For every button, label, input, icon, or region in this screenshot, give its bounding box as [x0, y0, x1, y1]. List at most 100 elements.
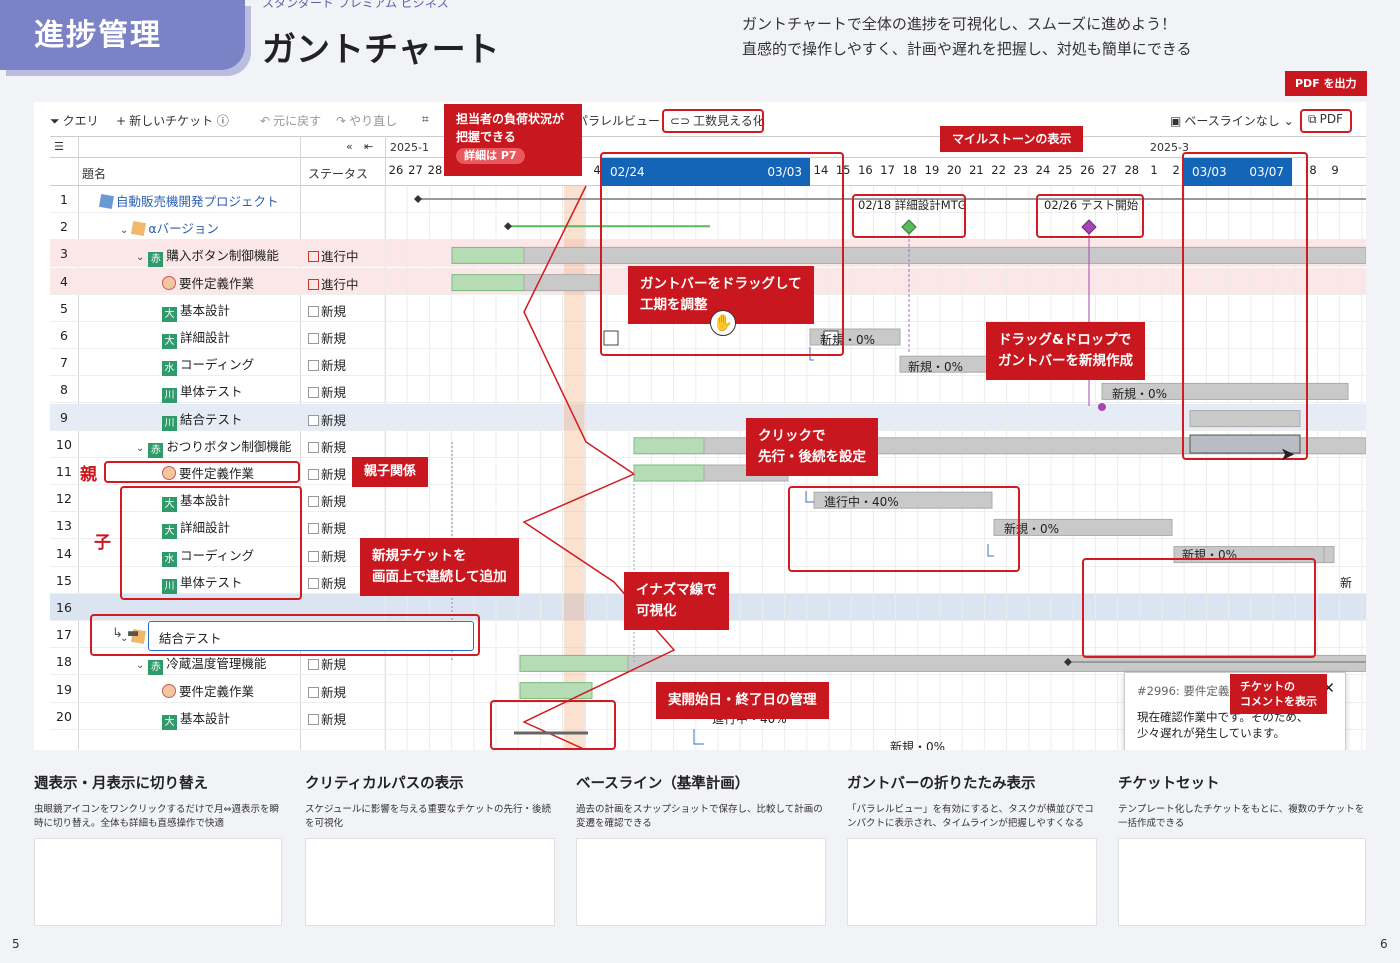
row-subject[interactable]: ⌄赤おつりボタン制御機能: [136, 436, 291, 458]
baseline-select[interactable]: ▣ベースラインなし ⌄: [1170, 112, 1294, 129]
row-subject[interactable]: 水コーディング: [162, 545, 254, 567]
status-checkbox[interactable]: [308, 333, 319, 344]
status-checkbox[interactable]: [308, 659, 319, 671]
status-checkbox[interactable]: [308, 414, 319, 426]
chevron-down-icon[interactable]: ⌄: [136, 660, 145, 672]
day-cell: 14: [813, 163, 829, 177]
status-checkbox[interactable]: [308, 496, 319, 508]
first-icon[interactable]: ⇤: [364, 140, 374, 153]
table-row[interactable]: 2⌄αバージョン: [50, 213, 1366, 241]
row-subject[interactable]: ⌄赤冷蔵温度管理機能: [136, 653, 266, 676]
new-ticket-button[interactable]: +新しいチケット ⓘ: [116, 112, 229, 129]
settings-icon[interactable]: ☰: [54, 140, 64, 153]
row-number: 17: [56, 627, 72, 643]
row-status[interactable]: 新規: [308, 682, 346, 701]
bar-label: 新規・0%: [908, 360, 964, 374]
row-status[interactable]: 新規: [308, 709, 346, 728]
week1-start: 02/24: [610, 165, 645, 179]
row-status[interactable]: 進行中: [308, 246, 359, 265]
status-checkbox[interactable]: [308, 713, 319, 725]
chevron-down-icon[interactable]: ⌄: [120, 633, 129, 645]
day-cell: 1: [1150, 163, 1158, 177]
row-status[interactable]: 新規: [308, 328, 346, 347]
undo-button[interactable]: ↶元に戻す: [260, 112, 321, 129]
new-ticket-input[interactable]: 結合テスト: [148, 621, 474, 651]
table-row[interactable]: 10⌄赤おつりボタン制御機能新規: [50, 431, 1366, 458]
subject-column-header[interactable]: 題名: [82, 167, 107, 181]
row-subject[interactable]: 水コーディング: [162, 354, 254, 377]
table-row[interactable]: 18⌄赤冷蔵温度管理機能新規: [50, 648, 1366, 676]
status-checkbox[interactable]: [308, 469, 319, 480]
pdf-button[interactable]: ⧉PDF: [1308, 112, 1343, 127]
status-checkbox[interactable]: [308, 360, 319, 372]
add-button: [603, 330, 619, 346]
status-checkbox[interactable]: [308, 577, 319, 589]
query-button[interactable]: ⏷クエリ: [50, 112, 99, 129]
chevron-down-icon[interactable]: ⌄: [136, 252, 145, 264]
row-subject[interactable]: 大基本設計: [162, 708, 230, 730]
chevron-down-icon[interactable]: ⌄: [120, 225, 129, 237]
row-status[interactable]: 新規: [308, 464, 346, 483]
status-checkbox[interactable]: [308, 278, 319, 290]
row-status[interactable]: 新規: [308, 518, 346, 537]
row-status[interactable]: 新規: [308, 437, 346, 456]
tool-icon[interactable]: ⌗: [422, 112, 429, 126]
row-subject[interactable]: 大基本設計: [162, 490, 230, 513]
row-status[interactable]: 新規: [308, 654, 346, 673]
status-checkbox[interactable]: [308, 523, 319, 535]
row-subject[interactable]: 要件定義作業: [162, 463, 254, 482]
status-checkbox[interactable]: [308, 550, 319, 562]
row-subject[interactable]: 要件定義作業: [162, 273, 254, 292]
gantt-screen: ⏷クエリ +新しいチケット ⓘ ↶元に戻す ↷やり直し ⌗ パラレルビュー ⊂⊃…: [34, 102, 1366, 750]
status-checkbox[interactable]: [308, 305, 319, 317]
row-subject[interactable]: ⌄αバージョン: [120, 218, 219, 237]
parallel-view-button[interactable]: パラレルビュー: [576, 112, 660, 129]
status-checkbox[interactable]: [308, 441, 319, 453]
subject-text: コーディング: [180, 547, 255, 563]
chevron-down-icon[interactable]: ⌄: [136, 442, 145, 454]
row-subject[interactable]: 大詳細設計: [162, 327, 230, 349]
status-text: 進行中: [321, 249, 359, 265]
row-status[interactable]: 進行中: [308, 274, 359, 293]
status-checkbox[interactable]: [308, 387, 319, 399]
row-status[interactable]: 新規: [308, 410, 346, 429]
row-status[interactable]: 新規: [308, 301, 346, 320]
row-subject[interactable]: 川単体テスト: [162, 381, 243, 404]
row-status[interactable]: 新規: [308, 382, 346, 401]
info-icon[interactable]: ⓘ: [216, 114, 229, 128]
row-status[interactable]: 新規: [308, 573, 346, 592]
status-checkbox[interactable]: [308, 251, 319, 263]
page-description: ガントチャートで全体の進捗を可視化し、スムーズに進めよう！ 直感的で操作しやすく…: [742, 12, 1192, 62]
day-cell: 19: [924, 163, 940, 177]
day-cell: 18: [902, 163, 918, 177]
filter-icon: ⏷: [50, 114, 60, 128]
row-status[interactable]: 新規: [308, 355, 346, 374]
collapse-icon[interactable]: «: [346, 140, 353, 153]
status-column-header[interactable]: ステータス: [308, 167, 369, 181]
gantt-bar: [813, 491, 993, 509]
row-status[interactable]: 新規: [308, 491, 346, 510]
redo-button[interactable]: ↷やり直し: [336, 112, 397, 129]
row-subject[interactable]: 大詳細設計: [162, 517, 230, 540]
new-ticket-callout: 新規チケットを 画面上で連続して追加: [360, 538, 519, 596]
row-subject[interactable]: 川結合テスト: [162, 409, 243, 431]
row-subject[interactable]: 要件定義作業: [162, 681, 254, 700]
row-subject[interactable]: 自動販売機開発プロジェクト: [98, 191, 279, 210]
status-checkbox[interactable]: [308, 686, 319, 698]
row-subject[interactable]: ⌄赤購入ボタン制御機能: [136, 245, 279, 268]
row-subject[interactable]: 大基本設計: [162, 300, 230, 322]
row-subject[interactable]: 川単体テスト: [162, 572, 243, 594]
workload-button[interactable]: ⊂⊃工数見える化: [670, 112, 765, 129]
status-text: 新規: [321, 684, 347, 700]
row-status[interactable]: 新規: [308, 546, 346, 565]
